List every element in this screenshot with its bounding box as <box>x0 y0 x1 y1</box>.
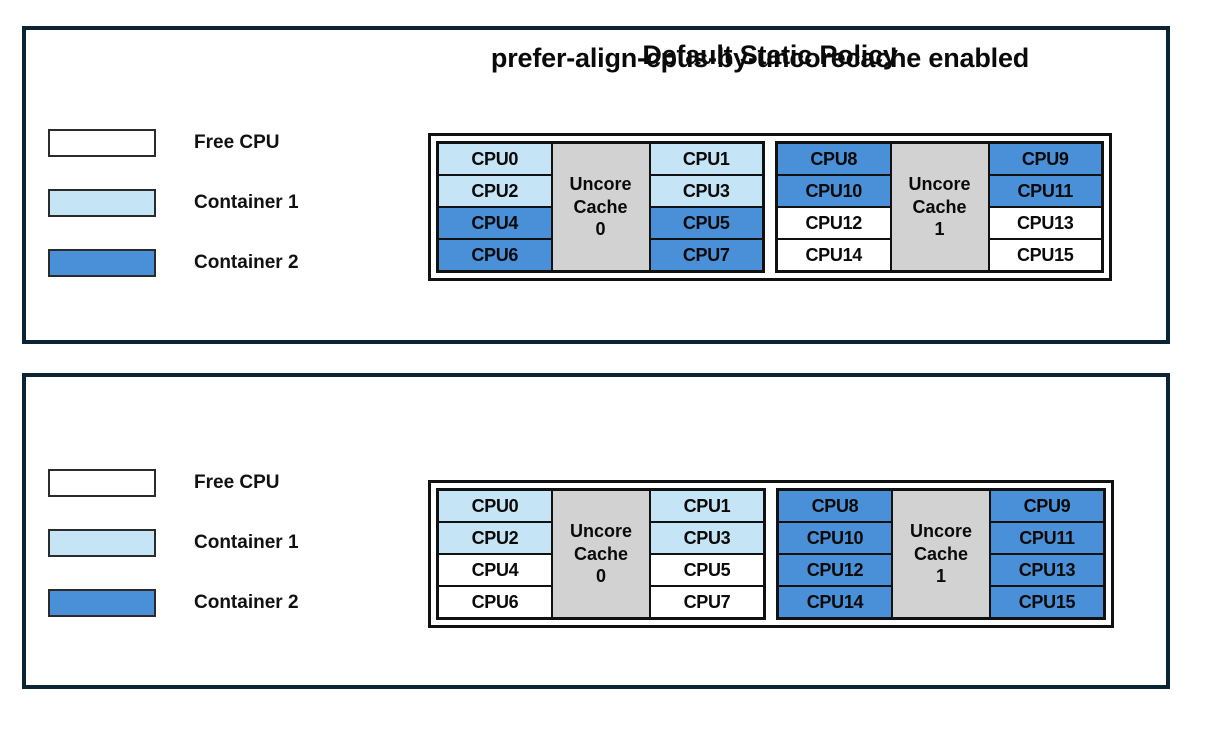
cpu-cell: CPU15 <box>990 586 1104 618</box>
legend-swatch-free-cpu <box>48 129 156 157</box>
legend-label-container-1: Container 1 <box>194 192 299 213</box>
page-title-prefer-align-cpus-by-uncorecache: prefer-align-cpus-by-uncorecache enabled <box>490 43 1030 73</box>
legend-swatch-free-cpu <box>48 469 156 497</box>
legend-item: Container 1 <box>48 186 299 220</box>
cpu-cell: CPU10 <box>778 522 892 554</box>
cpu-cell: CPU5 <box>650 554 764 586</box>
cpu-cell: CPU11 <box>990 522 1104 554</box>
legend-item: Container 2 <box>48 586 299 620</box>
uncore-cache-label-line2: Cache <box>912 196 967 217</box>
cpu-cell: CPU10 <box>777 175 891 207</box>
cpu-cell: CPU8 <box>778 490 892 522</box>
cpu-column-right: CPU9 CPU11 CPU13 CPU15 <box>988 143 1102 271</box>
cpu-cell: CPU3 <box>650 522 764 554</box>
cpu-cell: CPU9 <box>990 490 1104 522</box>
legend-label-free-cpu: Free CPU <box>194 132 280 153</box>
uncore-cache-label-line2: Cache <box>573 196 628 217</box>
cpu-cell: CPU15 <box>988 239 1102 271</box>
cpu-column-left: CPU0 CPU2 CPU4 CPU6 <box>438 143 552 271</box>
cpu-cell: CPU4 <box>438 207 552 239</box>
page-title-default-static-policy: Default Static Policy <box>642 40 898 70</box>
cache-group-0: CPU0 CPU2 CPU4 CPU6 Uncore Cache 0 CPU1 … <box>436 488 766 620</box>
cache-group-1: CPU8 CPU10 CPU12 CPU14 Uncore Cache 1 CP… <box>776 488 1106 620</box>
legend-item: Container 2 <box>48 246 299 280</box>
cpu-cell: CPU6 <box>438 239 552 271</box>
cpu-cell: CPU12 <box>777 207 891 239</box>
uncore-cache-label-line2: Cache <box>573 543 629 564</box>
cpu-cell: CPU14 <box>777 239 891 271</box>
cpu-cell: CPU2 <box>438 175 552 207</box>
cpu-cell: CPU6 <box>438 586 552 618</box>
cache-group-1: CPU8 CPU10 CPU12 CPU14 Uncore Cache 1 CP… <box>775 141 1104 273</box>
cpu-column-left: CPU0 CPU2 CPU4 CPU6 <box>438 490 552 618</box>
cpu-cell: CPU5 <box>649 207 763 239</box>
legend-label-container-1: Container 1 <box>194 532 299 553</box>
cpu-cell: CPU3 <box>649 175 763 207</box>
uncore-cache-label-line1: Uncore <box>569 521 632 542</box>
uncore-cache-box-0: Uncore Cache 0 <box>552 490 650 618</box>
legend-panel-1: Free CPU Container 1 Container 2 <box>48 126 299 306</box>
legend-label-container-2: Container 2 <box>194 252 299 273</box>
cpu-cell: CPU2 <box>438 522 552 554</box>
uncore-cache-label-line1: Uncore <box>908 174 971 195</box>
cpu-cell: CPU7 <box>649 239 763 271</box>
cpu-cell: CPU12 <box>778 554 892 586</box>
cpu-cell: CPU9 <box>988 143 1102 175</box>
cpu-cell: CPU0 <box>438 490 552 522</box>
cache-group-0: CPU0 CPU2 CPU4 CPU6 Uncore Cache 0 CPU1 … <box>436 141 765 273</box>
uncore-cache-box-0: Uncore Cache 0 <box>551 143 650 271</box>
cpu-column-left: CPU8 CPU10 CPU12 CPU14 <box>778 490 892 618</box>
cpu-cell: CPU7 <box>650 586 764 618</box>
legend-swatch-container-2 <box>48 589 156 617</box>
cpu-column-right: CPU1 CPU3 CPU5 CPU7 <box>650 490 764 618</box>
cpu-cell: CPU0 <box>438 143 552 175</box>
cpu-cell: CPU14 <box>778 586 892 618</box>
cpu-column-right: CPU9 CPU11 CPU13 CPU15 <box>990 490 1104 618</box>
uncore-cache-box-1: Uncore Cache 1 <box>892 490 990 618</box>
uncore-cache-index: 1 <box>934 219 945 240</box>
legend-panel-2: Free CPU Container 1 Container 2 <box>48 466 299 646</box>
uncore-cache-index: 1 <box>935 566 946 587</box>
uncore-cache-index: 0 <box>595 566 606 587</box>
cpu-topology-grid-panel-2: CPU0 CPU2 CPU4 CPU6 Uncore Cache 0 CPU1 … <box>428 480 1114 628</box>
cpu-column-right: CPU1 CPU3 CPU5 CPU7 <box>649 143 763 271</box>
legend-item: Free CPU <box>48 466 299 500</box>
cpu-cell: CPU4 <box>438 554 552 586</box>
uncore-cache-box-1: Uncore Cache 1 <box>890 143 989 271</box>
uncore-cache-label-line1: Uncore <box>569 174 632 195</box>
cpu-cell: CPU13 <box>990 554 1104 586</box>
legend-item: Free CPU <box>48 126 299 160</box>
cpu-cell: CPU11 <box>988 175 1102 207</box>
cpu-cell: CPU13 <box>988 207 1102 239</box>
cpu-column-left: CPU8 CPU10 CPU12 CPU14 <box>777 143 891 271</box>
legend-swatch-container-2 <box>48 249 156 277</box>
legend-swatch-container-1 <box>48 529 156 557</box>
uncore-cache-index: 0 <box>595 219 606 240</box>
cpu-cell: CPU8 <box>777 143 891 175</box>
cpu-topology-grid-panel-1: CPU0 CPU2 CPU4 CPU6 Uncore Cache 0 CPU1 … <box>428 133 1112 281</box>
legend-item: Container 1 <box>48 526 299 560</box>
uncore-cache-label-line1: Uncore <box>909 521 972 542</box>
cpu-cell: CPU1 <box>649 143 763 175</box>
uncore-cache-label-line2: Cache <box>913 543 969 564</box>
legend-label-container-2: Container 2 <box>194 592 299 613</box>
legend-swatch-container-1 <box>48 189 156 217</box>
cpu-cell: CPU1 <box>650 490 764 522</box>
legend-label-free-cpu: Free CPU <box>194 472 280 493</box>
